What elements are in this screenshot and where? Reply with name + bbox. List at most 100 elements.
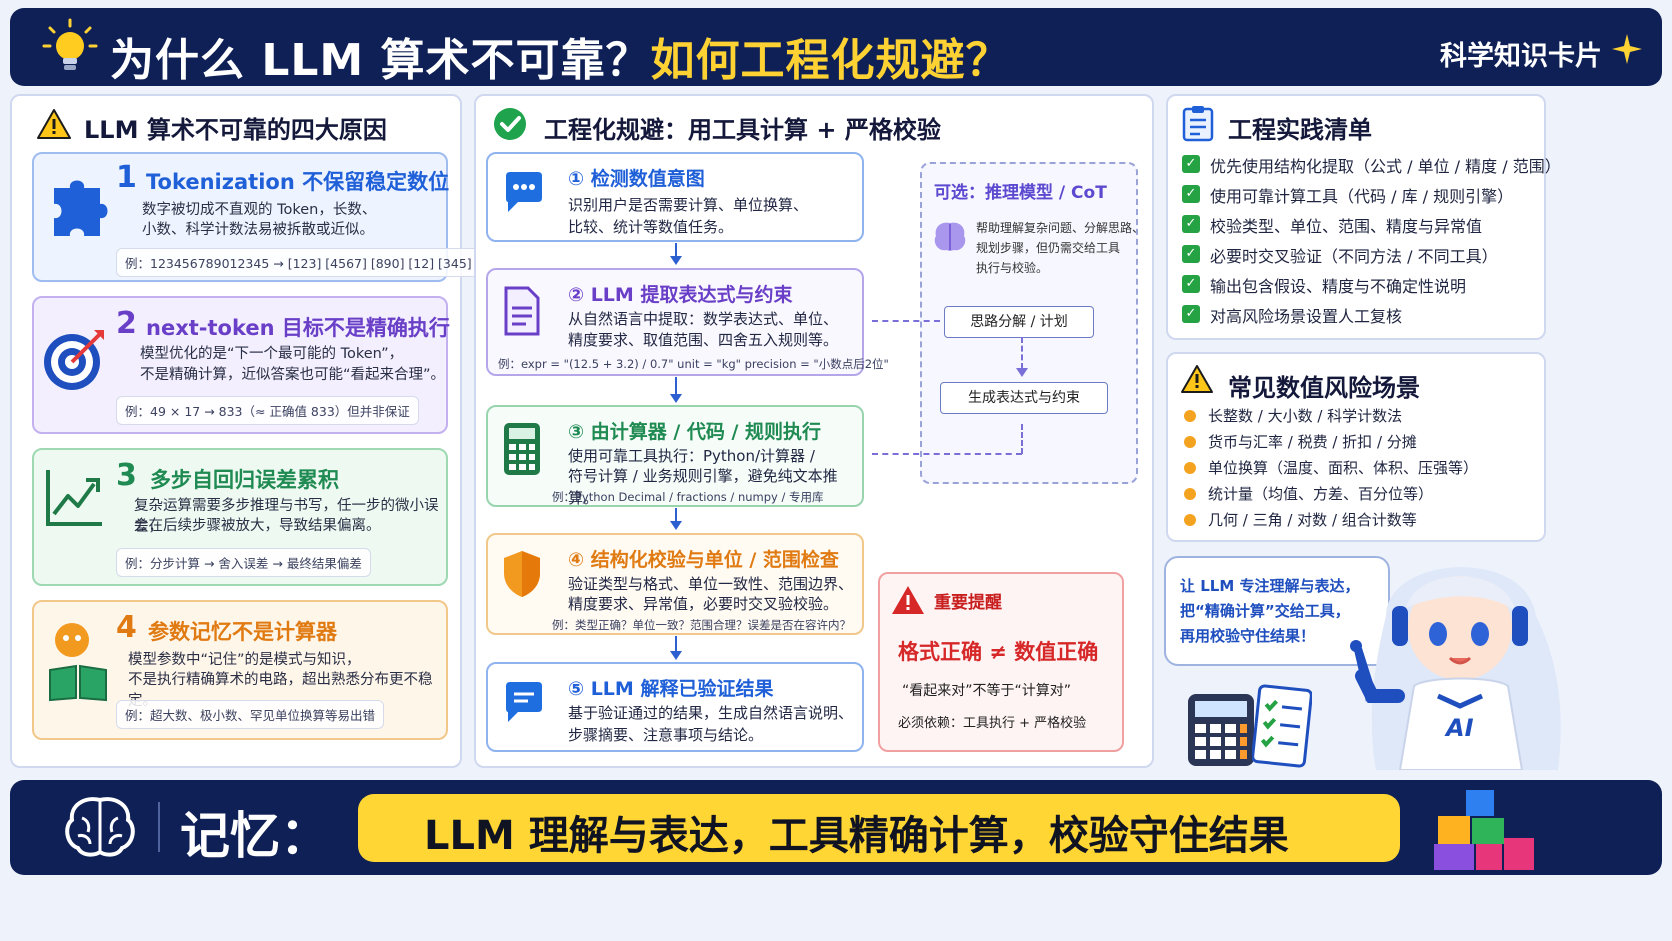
reason-number: 1 [116,160,137,195]
flow-arrow [675,636,677,652]
title-part2: 如何工程化规避？ [650,35,1011,86]
bullet-dot [1184,488,1196,500]
checkbox-icon: ✓ [1182,155,1200,173]
reason-example: 例：分步计算 → 舍入误差 → 最终结果偏差 [116,548,371,577]
risk-item: 统计量（均值、方差、百分位等） [1208,485,1434,503]
warning-line1: “看起来对”不等于“计算对” [902,683,1072,699]
flow-arrow [675,243,677,257]
step-desc-line2: 步骤摘要、注意事项与结论。 [568,726,764,744]
reason-title: 多步自回归误差累积 [150,468,339,492]
checkbox-icon: ✓ [1182,185,1200,203]
checklist-item: 优先使用结构化提取（公式 / 单位 / 精度 / 范围） [1210,157,1561,176]
checkbox-icon: ✓ [1182,305,1200,323]
step-desc-line2: 符号计算 / 业务规则引擎，避免纯文本推算。 [568,467,838,507]
reason-title: 参数记忆不是计算器 [148,620,337,644]
slogan-text: LLM 理解与表达，工具精确计算，校验守住结果 [424,813,1289,859]
flow-arrow-head [670,651,682,660]
step-desc-line2: 精度要求、异常值，必要时交叉验校验。 [568,595,839,613]
checkbox-icon: ✓ [1182,215,1200,233]
document-icon [504,286,540,336]
checklist-item: 校验类型、单位、范围、精度与异常值 [1210,217,1483,236]
bullet-dot [1184,514,1196,526]
reason-title: next-token 目标不是精确执行 [146,316,450,340]
flow-arrow [675,508,677,522]
ai-mascot-illustration: AI [1350,567,1561,770]
step-title: ③ 由计算器 / 代码 / 规则执行 [568,421,822,443]
checkbox-icon: ✓ [1182,245,1200,263]
step-example: 例：类型正确？单位一致？范围合理？误差是否在容许内？ [552,618,851,632]
warning-icon [1181,365,1213,393]
sparkle-icon [1612,34,1642,64]
alert-icon [892,586,924,614]
step-desc-line1: 使用可靠工具执行：Python/计算器 / [568,447,815,465]
reason-number: 2 [116,306,137,341]
clipboard-icon [1182,106,1214,142]
middle-panel-title: 工程化规避：用工具计算 + 严格校验 [544,116,941,144]
optional-desc-line1: 帮助理解复杂问题、分解思路、 [976,221,1145,235]
step-desc-line1: 基于验证通过的结果，生成自然语言说明、 [568,704,854,722]
optional-reasoning-box: 可选：推理模型 / CoT 帮助理解复杂问题、分解思路、 规划步骤，但仍需交给工… [920,162,1144,484]
shield-icon [504,551,540,597]
reason-card-1: 1 Tokenization 不保留稳定数位 数字被切成不直观的 Token，长… [32,152,481,282]
checklist-item: 必要时交叉验证（不同方法 / 不同工具） [1210,247,1498,266]
important-warning-box: 重要提醒 格式正确 ≠ 数值正确 “看起来对”不等于“计算对” 必须依赖：工具执… [878,572,1124,752]
warning-line2: 必须依赖：工具执行 + 严格校验 [898,716,1087,731]
bullet-dot [1184,436,1196,448]
connector [1021,337,1023,369]
checklist-illustration [1252,684,1312,768]
slogan-pill: LLM 理解与表达，工具精确计算，校验守住结果 [358,794,1400,862]
step-title: ① 检测数值意图 [568,168,705,190]
flow-step-1: ① 检测数值意图 识别用户是否需要计算、单位换算、 比较、统计等数值任务。 [486,152,864,242]
calculator-illustration [1188,694,1254,766]
reason-example: 例：超大数、极小数、罕见单位换算等易出错 [116,700,385,729]
reason-desc-line1: 模型参数中“记住”的是模式与知识， [128,652,361,668]
step-example: 例：expr = "(12.5 + 3.2) / 0.7" unit = "kg… [498,357,889,371]
warning-main: 格式正确 ≠ 数值正确 [898,640,1099,664]
risk-item: 货币与汇率 / 税费 / 折扣 / 分摊 [1208,433,1417,451]
step-title: ⑤ LLM 解释已验证结果 [568,678,774,700]
flow-arrow-head [670,256,682,265]
puzzle-icon [54,180,108,236]
check-circle-icon [494,108,526,140]
reason-desc-line2: 不是精确计算，近似答案也可能“看起来合理”。 [140,367,446,383]
risk-title: 常见数值风险场景 [1228,374,1420,402]
risk-item: 长整数 / 大小数 / 科学计数法 [1208,407,1403,425]
bubble-line2: 把“精确计算”交给工具， [1180,602,1350,620]
flow-step-5: ⑤ LLM 解释已验证结果 基于验证通过的结果，生成自然语言说明、 步骤摘要、注… [486,662,864,752]
step-desc-line2: 精度要求、取值范围、四舍五入规则等。 [568,331,839,349]
line-chart-icon [46,470,102,526]
reason-desc-line1: 数字被切成不直观的 Token，长数、 [142,202,377,218]
optional-desc-line2: 规划步骤，但仍需交给工具 [976,241,1121,255]
checklist-item: 输出包含假设、精度与不确定性说明 [1210,277,1467,296]
footer-divider [158,802,160,852]
flow-arrow-head [670,394,682,403]
mascot-ai-label: AI [1444,714,1474,742]
bubble-text: 让 LLM 专注理解与表达， 把“精确计算”交给工具， 再用校验守住结果！ [1180,574,1360,649]
reason-desc-line2: 小数、科学计数法易被拆散或近似。 [142,222,374,238]
flow-arrow-head [670,521,682,530]
building-blocks-icon [1434,790,1534,870]
step-desc-line1: 识别用户是否需要计算、单位换算、 [568,196,809,214]
step-desc-line1: 验证类型与格式、单位一致性、范围边界、 [568,575,854,593]
risk-item: 单位换算（温度、面积、体积、压强等） [1208,459,1479,477]
risk-item: 几何 / 三角 / 对数 / 组合计数等 [1208,511,1417,529]
left-panel-title: LLM 算术不可靠的四大原因 [84,116,387,144]
bubble-line3: 再用校验守住结果！ [1180,627,1316,645]
step-title: ② LLM 提取表达式与约束 [568,284,793,306]
connector [1021,424,1023,454]
connector-head [1016,368,1028,377]
reason-example: 例：49 × 17 → 833（≈ 正确值 833）但并非保证 [116,396,419,425]
bullet-dot [1184,410,1196,422]
plan-box: 思路分解 / 计划 [944,306,1094,338]
bubble-line1: 让 LLM 专注理解与表达， [1180,577,1360,595]
reason-desc-line1: 复杂运算需要多步推理与书写，任一步的微小误差， [134,498,439,535]
checklist-title: 工程实践清单 [1228,116,1372,144]
chat-bubble-icon [506,172,542,212]
page-title: 为什么 LLM 算术不可靠？如何工程化规避？ [110,24,1011,88]
step-desc-line1: 从自然语言中提取：数学表达式、单位、 [568,310,839,328]
checklist-item: 使用可靠计算工具（代码 / 库 / 规则引擎） [1210,187,1514,206]
reason-card-4: 4 参数记忆不是计算器 模型参数中“记住”的是模式与知识， 不是执行精确算术的电… [32,600,448,740]
title-part1: 为什么 LLM 算术不可靠？ [110,35,651,86]
flow-step-2: ② LLM 提取表达式与约束 从自然语言中提取：数学表达式、单位、 精度要求、取… [486,268,889,376]
reason-desc-line1: 模型优化的是“下一个最可能的 Token”， [140,346,404,362]
